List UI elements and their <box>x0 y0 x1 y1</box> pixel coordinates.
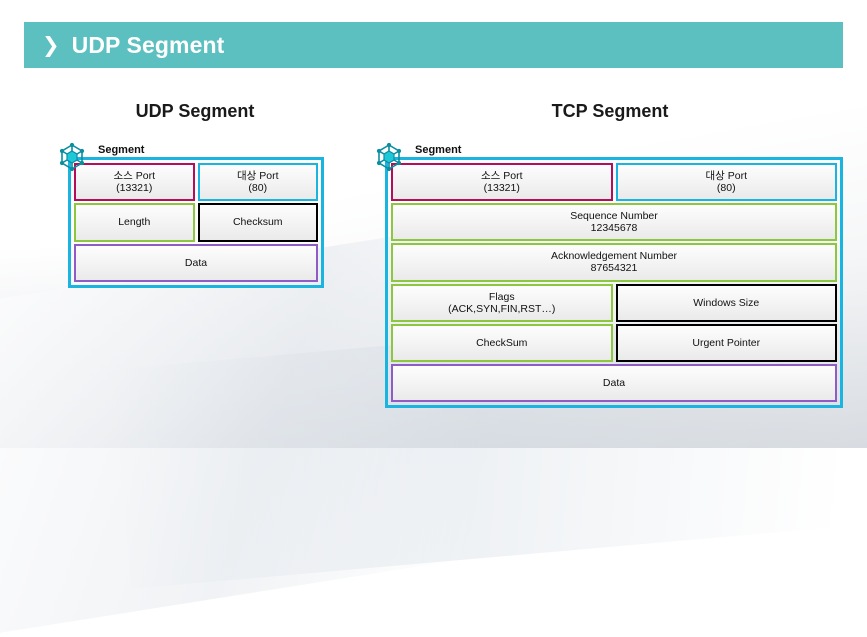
tcp-field-destination-port[interactable]: 대상 Port (80) <box>615 163 837 202</box>
field-value: 87654321 <box>590 262 638 275</box>
tcp-row-1: 소스 Port (13321) 대상 Port (80) <box>391 163 837 202</box>
tcp-field-data[interactable]: Data <box>391 363 837 403</box>
field-value: (ACK,SYN,FIN,RST…) <box>448 302 556 315</box>
udp-field-data[interactable]: Data <box>74 243 318 282</box>
tcp-field-acknowledgement-number[interactable]: Acknowledgement Number 87654321 <box>391 243 837 282</box>
tcp-field-flags[interactable]: Flags (ACK,SYN,FIN,RST…) <box>391 283 613 322</box>
udp-segment-diagram: Segment 소스 Port (13321) 대상 Port (80) Len… <box>59 142 324 288</box>
field-label: 소스 Port <box>113 170 156 183</box>
tcp-field-rows: 소스 Port (13321) 대상 Port (80) Sequence Nu… <box>391 163 837 403</box>
segment-cube-icon <box>56 141 88 173</box>
tcp-row-6: Data <box>391 363 837 403</box>
field-label: Windows Size <box>693 296 760 309</box>
chevron-right-icon: ❯ <box>42 33 60 57</box>
udp-field-checksum[interactable]: Checksum <box>197 203 318 242</box>
field-label: Acknowledgement Number <box>550 250 678 263</box>
field-label: Data <box>602 376 626 389</box>
tcp-row-2: Sequence Number 12345678 <box>391 203 837 242</box>
field-label: Flags <box>488 290 515 303</box>
field-label: Data <box>184 256 208 269</box>
tcp-segment-diagram: Segment 소스 Port (13321) 대상 Port (80) Seq… <box>376 142 843 408</box>
field-value: (13321) <box>483 182 520 195</box>
tcp-segment-outline <box>385 157 843 408</box>
tcp-field-checksum[interactable]: CheckSum <box>391 323 613 362</box>
tcp-field-sequence-number[interactable]: Sequence Number 12345678 <box>391 203 837 242</box>
udp-row-2: Length Checksum <box>74 203 318 242</box>
field-value: 12345678 <box>590 222 638 235</box>
field-label: 소스 Port <box>481 170 523 183</box>
tcp-row-5: CheckSum Urgent Pointer <box>391 323 837 362</box>
field-label: CheckSum <box>476 336 528 349</box>
tcp-row-3: Acknowledgement Number 87654321 <box>391 243 837 282</box>
tcp-field-source-port[interactable]: 소스 Port (13321) <box>391 163 613 202</box>
udp-field-destination-port[interactable]: 대상 Port (80) <box>197 163 318 202</box>
tcp-field-urgent-pointer[interactable]: Urgent Pointer <box>615 323 837 362</box>
udp-segment-outline <box>68 157 324 288</box>
tcp-segment-label: Segment <box>415 144 462 156</box>
udp-diagram-title: UDP Segment <box>135 101 255 121</box>
field-value: (80) <box>248 182 268 195</box>
udp-field-length[interactable]: Length <box>74 203 195 242</box>
segment-cube-icon <box>373 141 405 173</box>
field-value: (13321) <box>116 182 153 195</box>
field-label: Urgent Pointer <box>692 336 761 349</box>
field-label: Checksum <box>232 216 283 229</box>
field-value: (80) <box>716 182 736 195</box>
field-label: 대상 Port <box>705 170 748 183</box>
page-title: UDP Segment <box>71 31 225 58</box>
udp-row-3: Data <box>74 243 318 282</box>
tcp-diagram-title: TCP Segment <box>551 101 669 121</box>
field-label: Sequence Number <box>570 210 658 223</box>
tcp-row-4: Flags (ACK,SYN,FIN,RST…) Windows Size <box>391 283 837 322</box>
field-label: Length <box>118 216 151 229</box>
tcp-field-windows-size[interactable]: Windows Size <box>615 283 837 322</box>
udp-field-source-port[interactable]: 소스 Port (13321) <box>74 163 195 202</box>
udp-segment-label: Segment <box>98 144 145 156</box>
udp-row-1: 소스 Port (13321) 대상 Port (80) <box>74 163 318 202</box>
udp-field-rows: 소스 Port (13321) 대상 Port (80) Length Chec… <box>74 163 318 282</box>
field-label: 대상 Port <box>237 170 279 183</box>
slide-title-bar: ❯ UDP Segment <box>24 22 843 68</box>
